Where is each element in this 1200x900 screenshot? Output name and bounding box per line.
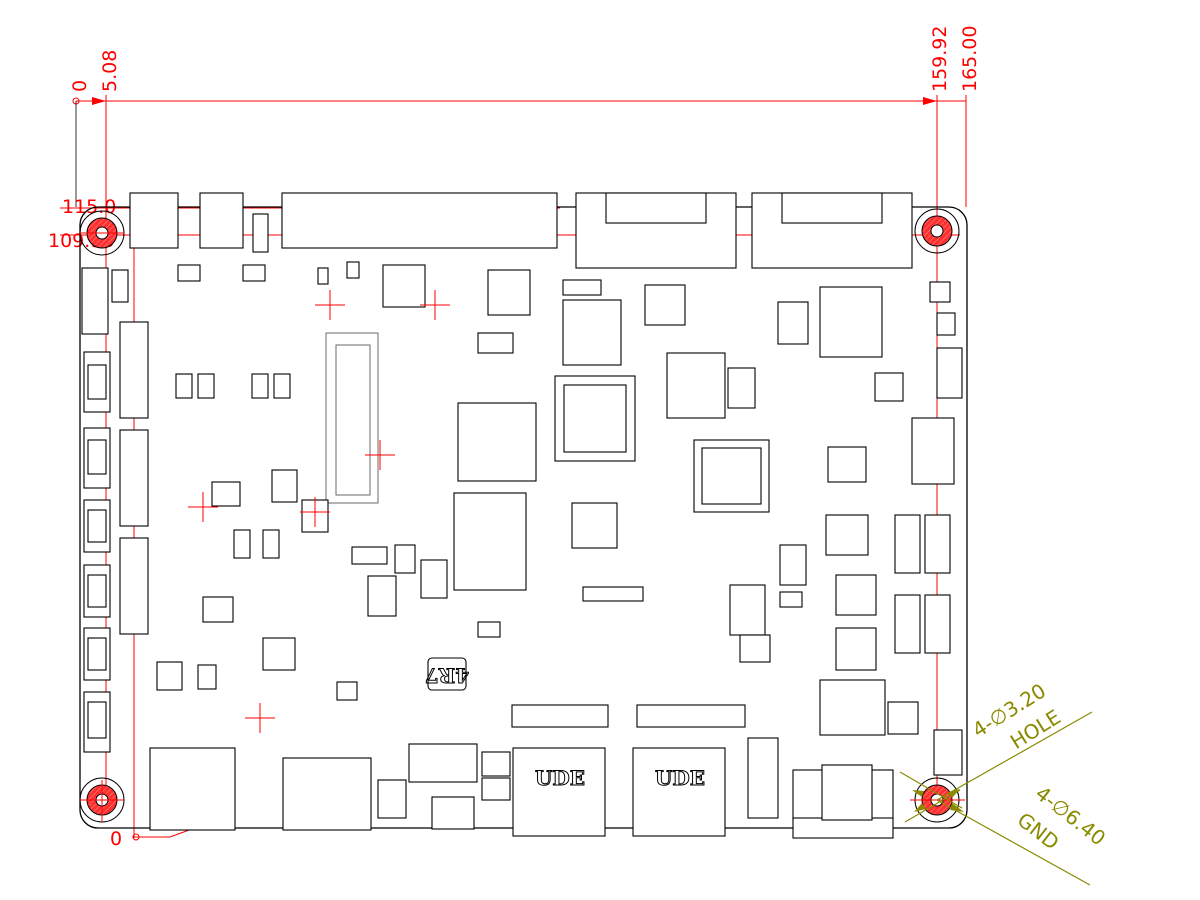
hole-annotations: 4-∅3.20 HOLE 4-∅6.40 GND [899, 678, 1110, 886]
audio-jack [129, 192, 179, 249]
soc-chip [457, 402, 537, 482]
components [149, 261, 963, 839]
dim-x-165: 165.00 [959, 26, 981, 92]
mounting-holes [79, 208, 965, 823]
dim-x-0: 0 [69, 80, 91, 92]
rj45-right-label: UDE [655, 766, 705, 790]
power-inductor [819, 286, 883, 358]
dim-y-0: 0 [110, 828, 122, 850]
audio-jack-2 [199, 192, 244, 249]
hdmi-connector [282, 757, 372, 831]
power-connector [821, 764, 873, 821]
memory-chip [453, 492, 527, 591]
micro-usb [431, 796, 475, 830]
rj45-left-label: UDE [535, 766, 585, 790]
inductor-4r7 [427, 657, 467, 691]
inductor-label: 4R7 [425, 664, 469, 688]
left-connectors [81, 267, 149, 753]
reference-marks [188, 290, 450, 733]
dim-y-115: 115.0 [62, 196, 116, 218]
rj45-right [632, 747, 726, 837]
jumper-header [252, 213, 269, 253]
pcie-slot [281, 192, 558, 249]
rj45-left [512, 747, 606, 837]
mounting-hole-tr [914, 208, 960, 254]
dim-x-5-08: 5.08 [99, 50, 121, 92]
top-dimension: 0 5.08 159.92 165.00 [69, 26, 981, 815]
dim-x-159-92: 159.92 [929, 26, 951, 92]
top-connectors [129, 192, 913, 269]
pin-header [408, 743, 478, 783]
usb-connector [149, 747, 236, 831]
